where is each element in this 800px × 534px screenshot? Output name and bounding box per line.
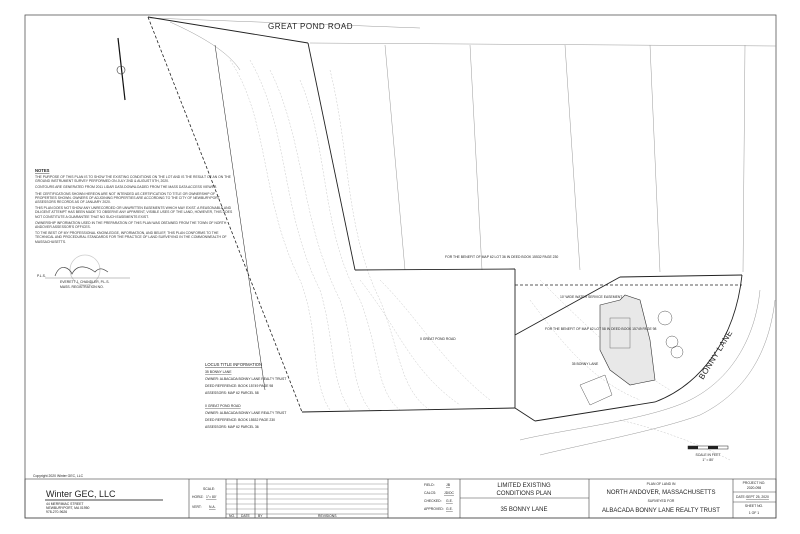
surveyed-for: SURVEYED FOR [648, 499, 675, 503]
plan-address: 35 BONNY LANE [501, 507, 548, 513]
rev-header: DATE [241, 514, 251, 518]
scale-ratio: 1" = 80' [702, 458, 714, 462]
client: ALBACADA BONNY LANE REALTY TRUST [602, 508, 720, 514]
house-footprint [579, 294, 684, 406]
scale-bar: SCALE IN FEET 1" = 80' [687, 445, 729, 462]
horiz-label: HORIZ: [192, 495, 204, 499]
surveyor-name: EVERETT J. CHANDLER, P.L.S. [60, 280, 109, 284]
note-item: TO THE BEST OF MY PROFESSIONAL KNOWLEDGE… [35, 231, 227, 244]
property-boundary [147, 16, 743, 422]
parcel-deed: DEED REFERENCE: BOOK 15532 PAGE 230 [205, 418, 275, 422]
great-pond-road-lines [149, 17, 777, 71]
approved-value: G.E. [446, 507, 453, 511]
town: NORTH ANDOVER, MASSACHUSETTS [607, 490, 716, 496]
project-label: PROJECT NO. [743, 481, 766, 485]
notes-block: NOTES THE PURPOSE OF THIS PLAN IS TO SHO… [35, 168, 233, 289]
signature-prefix: P.L.S. [37, 274, 46, 278]
title-block-text: Winter GEC, LLC 44 MERRIMAC STREET NEWBU… [46, 481, 769, 518]
vert-label: VERT: [192, 505, 202, 509]
benefit-note: FOR THE BENEFIT OF MAP 62 LOT 58 IN DEED… [545, 327, 657, 331]
parcel-name: 35 BONNY LANE [205, 370, 232, 374]
sheet-border [24, 14, 777, 519]
project-value: 2020-098 [747, 486, 761, 490]
abutter-lot-lines [384, 44, 746, 273]
great-pond-road-label: GREAT POND ROAD [268, 22, 353, 31]
surveyor-registration: MASS. REGISTRATION NO. [60, 285, 104, 289]
copyright: Copyright 2020 Winter GEC, LLC [33, 474, 84, 478]
parcel-assessors: ASSESSORS: MAP 62 PARCEL 58 [205, 391, 259, 395]
company-address: 44 MERRIMAC STREET [46, 502, 84, 506]
note-item: THE PURPOSE OF THIS PLAN IS TO SHOW THE … [35, 175, 231, 184]
field-label: FIELD: [424, 483, 435, 487]
company-phone: 978-270-9626 [46, 510, 67, 514]
company-name: Winter GEC, LLC [46, 489, 116, 499]
tree-icon [665, 335, 679, 349]
parcel-name: 0 GREAT POND ROAD [205, 404, 241, 408]
date-label: DATE: [736, 495, 746, 499]
note-item: OWNERSHIP INFORMATION USED IN THE PREPAR… [35, 220, 227, 230]
notes-heading: NOTES [35, 168, 50, 173]
signature [54, 266, 109, 277]
tree-icon [670, 345, 684, 359]
rev-header: NO. [229, 514, 235, 518]
horiz-value: 1"= 80' [206, 495, 217, 499]
scale-label: SCALE IN FEET [695, 453, 720, 457]
company-city: NEWBURYPORT, MA 01950 [46, 506, 90, 510]
approved-label: APPROVED: [424, 507, 444, 511]
parcel-owner: OWNER: ALBACADA BONNY LANE REALTY TRUST [205, 411, 286, 415]
plan-title-line1: LIMITED EXISTING [497, 483, 551, 489]
benefit-note: FOR THE BENEFIT OF MAP 62 LOT 36 IN DEED… [445, 255, 558, 259]
locus-title-information: LOCUS TITLE INFORMATION 35 BONNY LANE OW… [205, 362, 286, 429]
sheet-label: SHEET NO. [745, 504, 763, 508]
parcel-deed: DEED REFERENCE: BOOK 15749 PAGE 98 [205, 384, 273, 388]
bonny-lane-lines [519, 289, 776, 456]
note-item: THE CERTIFICATIONS SHOWN HEREON ARE NOT … [35, 191, 220, 205]
locus-heading: LOCUS TITLE INFORMATION [205, 362, 262, 367]
rev-header: BY [258, 514, 263, 518]
calcs-label: CALCS: [424, 491, 436, 495]
plan-title-line2: CONDITIONS PLAN [496, 491, 551, 497]
easement-label: 10' WIDE WATER SERVICE EASEMENT [560, 295, 622, 299]
lot-label-0-great-pond-road: 0 GREAT POND ROAD [420, 337, 456, 341]
field-value: JB [446, 483, 451, 487]
checked-value: G.E. [446, 499, 453, 503]
calcs-value: JD/DC [444, 491, 455, 495]
date-value: SEPT 25, 2020 [746, 495, 769, 499]
tree-icon [657, 310, 673, 326]
vert-value: N.A. [209, 505, 216, 509]
note-item: CONTOURS ARE GENERATED FROM 2011 LIDAR D… [35, 185, 218, 190]
parcel-owner: OWNER: ALBACADA BONNY LANE REALTY TRUST [205, 377, 286, 381]
plan-of-land: PLAN OF LAND IN [647, 482, 676, 486]
sheet-value: 1 OF 1 [749, 511, 759, 515]
title-block [24, 478, 777, 519]
checked-label: CHECKED: [424, 499, 442, 503]
scale-heading: SCALE: [203, 487, 215, 491]
parcel-assessors: ASSESSORS: MAP 62 PARCEL 36 [205, 425, 259, 429]
note-item: THIS PLAN DOES NOT SHOW ANY UNRECORDED O… [35, 206, 233, 219]
rev-header: REVISIONS [318, 514, 337, 518]
north-arrow-icon [116, 37, 126, 101]
lot-label-35-bonny-lane: 35 BONNY LANE [572, 362, 599, 366]
